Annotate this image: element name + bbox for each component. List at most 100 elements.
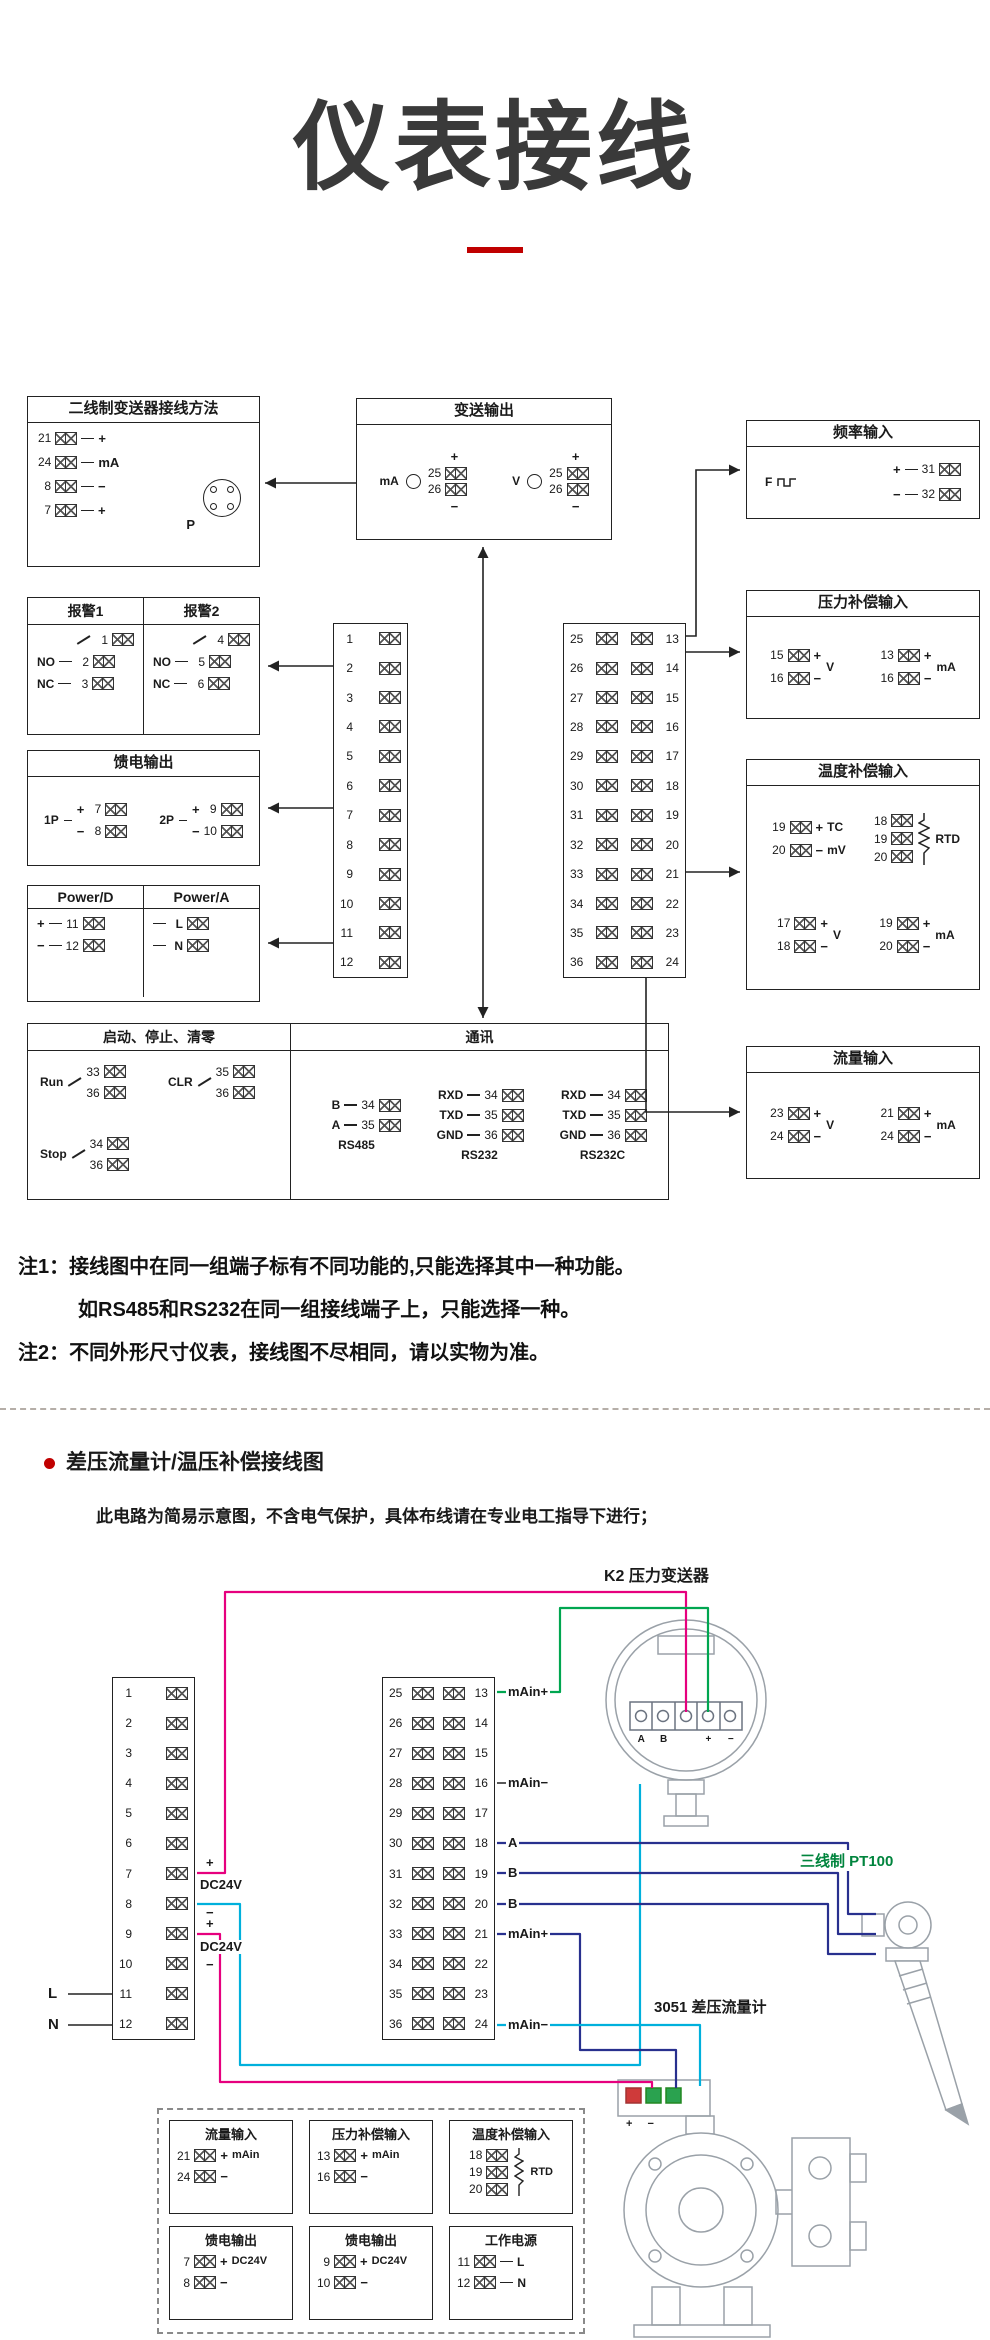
wire-stub xyxy=(48,922,62,925)
terminal-icon xyxy=(103,1086,126,1099)
bullet-icon xyxy=(44,1458,55,1469)
terminal-icon xyxy=(566,466,589,480)
terminal-icon xyxy=(443,2017,466,2031)
ma-group: 13+ 16− mA xyxy=(880,647,956,686)
pt100-sensor-illustration xyxy=(861,1901,970,2126)
terminal-icon xyxy=(624,1128,647,1142)
terminal-icon xyxy=(379,779,401,793)
terminal-row: 9 xyxy=(334,859,407,888)
terminal-icon xyxy=(443,1867,466,1880)
terminal-icon xyxy=(501,1088,524,1102)
terminal-icon xyxy=(896,916,919,930)
stop-group: Stop 34 36 xyxy=(40,1137,130,1171)
rtd-group: 18 19 20 RTD xyxy=(873,812,961,865)
plug-pin-label: P xyxy=(186,516,195,532)
wire-stub xyxy=(904,493,918,495)
power-a-title: Power/A xyxy=(143,886,259,908)
switch-lever-icon xyxy=(76,634,91,645)
terminal-icon xyxy=(379,632,401,646)
terminal-icon xyxy=(486,2182,509,2196)
terminal-row: 7 xyxy=(334,801,407,830)
terminal-icon xyxy=(378,1118,401,1132)
terminal-icon xyxy=(411,1746,434,1760)
power-box: Power/D Power/A +11 −12 L N xyxy=(27,885,260,1002)
terminal-icon xyxy=(443,1836,466,1850)
terminal-row: 6 xyxy=(113,1828,194,1858)
switch-lever-icon xyxy=(192,634,207,645)
signal-label: A xyxy=(506,1835,520,1851)
wire-stub xyxy=(58,682,72,685)
terminal-icon xyxy=(379,926,401,940)
terminal-icon xyxy=(103,1065,126,1078)
terminal-icon xyxy=(486,2165,509,2179)
pt100-label: 三线制 PT100 xyxy=(798,1850,896,1871)
terminal-icon xyxy=(794,939,817,953)
temperature-compensation-input-box: 温度补偿输入 19+TC 20−mV 18 19 20 RTD 17+ 18− xyxy=(746,759,980,990)
legend-feed-output-1: 馈电输出 7+DC24V 8− xyxy=(169,2226,293,2320)
switch-lever-icon xyxy=(68,1077,82,1087)
terminal-icon xyxy=(596,838,619,852)
runstop-title: 启动、停止、清零 xyxy=(103,1029,215,1045)
runstop-comm-box: 启动、停止、清零 通讯 Run 33 36 CLR 35 36 xyxy=(27,1023,669,1200)
wire-stub xyxy=(63,819,72,821)
terminal-icon xyxy=(105,802,128,816)
terminal-icon xyxy=(789,843,812,857)
terminal-icon xyxy=(897,1129,920,1143)
terminal-icon xyxy=(596,955,619,969)
wire-stub xyxy=(904,468,918,470)
terminal-icon xyxy=(411,1867,434,1880)
terminal-icon xyxy=(166,1746,188,1760)
v-group: 17+ 18− V xyxy=(777,915,841,954)
mains-n-label: N xyxy=(46,2016,61,2034)
terminal-icon xyxy=(596,749,619,763)
terminal-row: 10 xyxy=(334,889,407,918)
wire-stub xyxy=(179,819,188,821)
terminal-icon xyxy=(411,1686,434,1700)
terminal-icon xyxy=(166,1867,188,1880)
terminal-icon xyxy=(379,691,401,705)
power-a-column: L N xyxy=(143,909,259,997)
wire-stub xyxy=(500,2260,513,2263)
terminal-icon xyxy=(630,779,653,793)
signal-label: mAin− xyxy=(506,2017,551,2033)
terminal-row: 5 xyxy=(113,1798,194,1828)
power-d-column: +11 −12 xyxy=(28,909,143,997)
wire-stub xyxy=(590,1134,604,1136)
wire-stub xyxy=(467,1094,481,1096)
terminal-icon xyxy=(334,2255,356,2268)
terminal-row: 2 xyxy=(113,1708,194,1738)
terminal-icon xyxy=(596,926,619,940)
feed2-minus: − xyxy=(204,1957,216,1973)
signal-label: B xyxy=(506,1865,520,1881)
terminal-row: 6 xyxy=(334,771,407,800)
signal-label: mAin+ xyxy=(506,1926,551,1942)
wire-stub xyxy=(81,461,95,463)
feed-1p-group: 1P +7 −8 xyxy=(44,802,128,838)
section2-heading: 差压流量计/温压补偿接线图 xyxy=(66,1451,324,1474)
terminal-icon xyxy=(630,661,653,675)
ma-group: 21+ 24− mA xyxy=(880,1105,956,1144)
wire-stub xyxy=(344,1104,358,1106)
terminal-icon xyxy=(939,487,961,501)
wire-stub xyxy=(467,1114,481,1116)
square-wave-icon xyxy=(777,478,797,487)
terminal-icon xyxy=(630,897,653,910)
terminal-icon xyxy=(630,632,653,646)
section-divider xyxy=(0,1408,990,1410)
resistor-zigzag-icon xyxy=(514,2148,525,2196)
section2-subheading: 此电路为简易示意图，不含电气保护，具体布线请在专业电工指导下进行； xyxy=(96,1507,657,1526)
terminal-icon xyxy=(443,1897,466,1911)
box-title: 频率输入 xyxy=(747,421,979,447)
terminal-icon xyxy=(630,808,653,822)
